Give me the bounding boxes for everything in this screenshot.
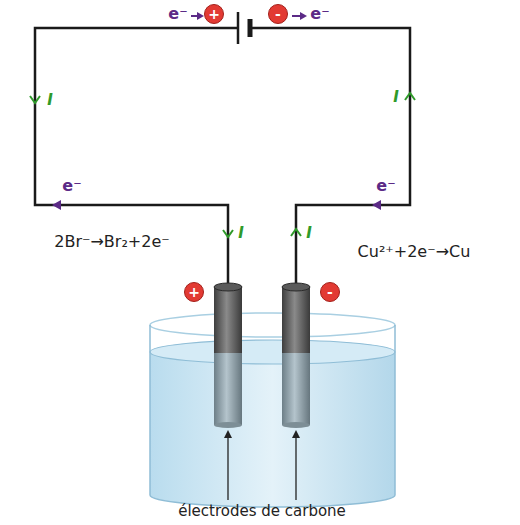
electron-label: e⁻ — [376, 177, 395, 195]
current-label: I — [306, 225, 312, 242]
circuit-wire — [35, 28, 410, 285]
current-label: I — [393, 89, 399, 106]
electron-arrow — [52, 12, 381, 210]
half-equation: 2Br⁻→Br₂+2e⁻ — [54, 233, 169, 251]
battery-symbol — [238, 12, 250, 44]
current-label: I — [238, 225, 244, 242]
polarity-sign: + — [208, 7, 220, 21]
electron-label: e⁻ — [310, 5, 329, 23]
electron-label: e⁻ — [168, 5, 187, 23]
beaker — [150, 313, 395, 507]
electrode-caption: électrodes de carbone — [178, 503, 346, 520]
half-equation: Cu²⁺+2e⁻→Cu — [358, 243, 471, 261]
polarity-circle: + — [184, 282, 204, 302]
polarity-sign: - — [275, 7, 281, 21]
current-arrow — [30, 93, 415, 237]
current-label: I — [47, 92, 53, 109]
carbon-electrode — [214, 283, 310, 428]
leader-line — [224, 430, 300, 500]
polarity-sign: + — [188, 285, 200, 299]
polarity-sign: - — [327, 285, 333, 299]
electron-label: e⁻ — [62, 177, 81, 195]
polarity-circle: - — [320, 282, 340, 302]
polarity-circle: + — [204, 4, 224, 24]
polarity-circle: - — [268, 4, 288, 24]
